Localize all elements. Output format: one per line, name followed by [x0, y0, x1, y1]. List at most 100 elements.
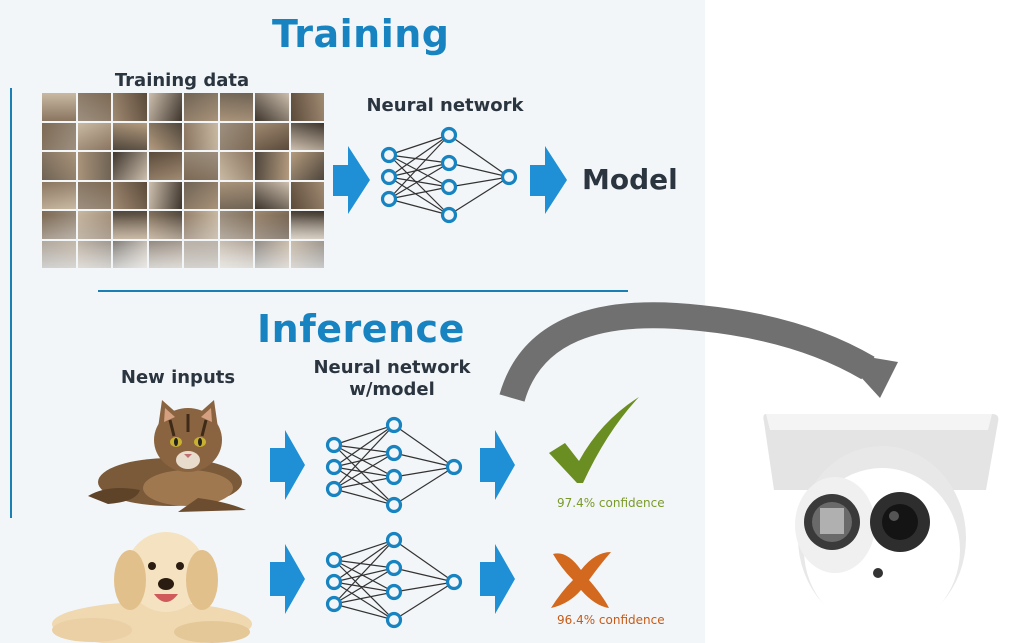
nn-edge: [333, 444, 395, 478]
nn-edge: [333, 466, 395, 506]
nn-node: [445, 573, 463, 591]
training-photo-tile: [77, 181, 111, 209]
training-photo-tile: [290, 122, 324, 150]
training-photo-tile: [219, 93, 253, 121]
training-photo-tile: [77, 122, 111, 150]
training-photo-tile: [148, 93, 182, 121]
training-data-label: Training data: [114, 70, 250, 91]
nn-node: [440, 206, 458, 224]
cross-icon: [551, 552, 611, 608]
training-photo-tile: [42, 122, 76, 150]
training-photo-tile: [184, 152, 218, 180]
training-photo-tile: [184, 122, 218, 150]
nn-edge: [333, 539, 395, 583]
training-photo-tile: [148, 122, 182, 150]
nn-node: [385, 583, 403, 601]
nn-node: [380, 146, 398, 164]
training-photo-tile: [219, 152, 253, 180]
nn-edge: [388, 176, 450, 216]
nn-edge: [393, 581, 455, 621]
nn-node: [325, 436, 343, 454]
training-photo-tile: [255, 240, 289, 268]
nn-edge: [333, 591, 395, 605]
nn-node: [385, 468, 403, 486]
arrow-icon: [270, 430, 305, 500]
inference-neural-network-icon: [325, 416, 463, 514]
training-photo-tile: [113, 181, 147, 209]
training-photo-tile: [219, 211, 253, 239]
section-divider: [98, 290, 628, 292]
nn-node: [385, 559, 403, 577]
training-photo-tile: [255, 211, 289, 239]
nn-node: [385, 611, 403, 629]
nn-edge: [333, 603, 395, 621]
nn-edge: [388, 154, 450, 188]
nn-edge: [333, 488, 395, 506]
training-photo-tile: [42, 240, 76, 268]
left-border-line: [10, 88, 12, 518]
nn-edge: [333, 539, 395, 561]
arrow-icon: [480, 430, 515, 500]
nn-edge: [333, 581, 395, 621]
nn-edge: [393, 466, 455, 506]
training-photo-tile: [184, 211, 218, 239]
nn-edge: [333, 559, 395, 569]
training-photo-tile: [290, 240, 324, 268]
nn-node: [385, 496, 403, 514]
inference-neural-network-icon: [325, 531, 463, 629]
training-title: Training: [272, 12, 450, 56]
training-photo-tile: [219, 240, 253, 268]
arrow-icon: [530, 146, 567, 214]
training-photo-tile: [42, 93, 76, 121]
training-data-grid: [42, 93, 324, 268]
nn-edge: [393, 452, 455, 468]
nn-edge: [448, 176, 510, 216]
nn-edge: [388, 134, 450, 200]
nn-edge: [388, 154, 450, 164]
nn-edge: [393, 424, 455, 468]
training-photo-tile: [148, 152, 182, 180]
training-photo-tile: [184, 93, 218, 121]
nn-node: [380, 190, 398, 208]
training-photo-tile: [77, 211, 111, 239]
nn-node: [385, 416, 403, 434]
nn-edge: [333, 559, 395, 621]
nn-edge: [333, 567, 395, 583]
training-photo-tile: [184, 181, 218, 209]
training-photo-tile: [148, 181, 182, 209]
training-photo-tile: [219, 181, 253, 209]
arrow-icon: [333, 146, 370, 214]
nn-edge: [333, 444, 395, 506]
training-neural-network-icon: [380, 126, 518, 224]
nn-edge: [333, 424, 395, 468]
nn-edge: [333, 567, 395, 605]
training-photo-tile: [148, 240, 182, 268]
nn-node: [440, 126, 458, 144]
training-photo-tile: [42, 181, 76, 209]
nn-edge: [388, 134, 450, 178]
nn-edge: [448, 134, 510, 178]
training-photo-tile: [219, 122, 253, 150]
nn-node: [440, 178, 458, 196]
nn-edge: [333, 466, 395, 478]
dog-confidence: 96.4% confidence: [557, 613, 665, 627]
training-photo-tile: [148, 211, 182, 239]
nn-node: [325, 551, 343, 569]
training-photo-tile: [42, 152, 76, 180]
training-photo-tile: [290, 211, 324, 239]
training-photo-tile: [113, 152, 147, 180]
flow-arrows: [270, 146, 567, 614]
training-photo-tile: [255, 122, 289, 150]
training-photo-tile: [255, 181, 289, 209]
nn-edge: [388, 186, 450, 200]
training-photo-tile: [113, 240, 147, 268]
training-photo-tile: [290, 152, 324, 180]
nn-edge: [388, 162, 450, 200]
model-label: Model: [582, 163, 678, 196]
nn-edge: [333, 581, 395, 593]
training-photo-tile: [255, 152, 289, 180]
nn-edge: [333, 452, 395, 468]
nn-edge: [448, 176, 510, 188]
training-photo-tile: [184, 240, 218, 268]
